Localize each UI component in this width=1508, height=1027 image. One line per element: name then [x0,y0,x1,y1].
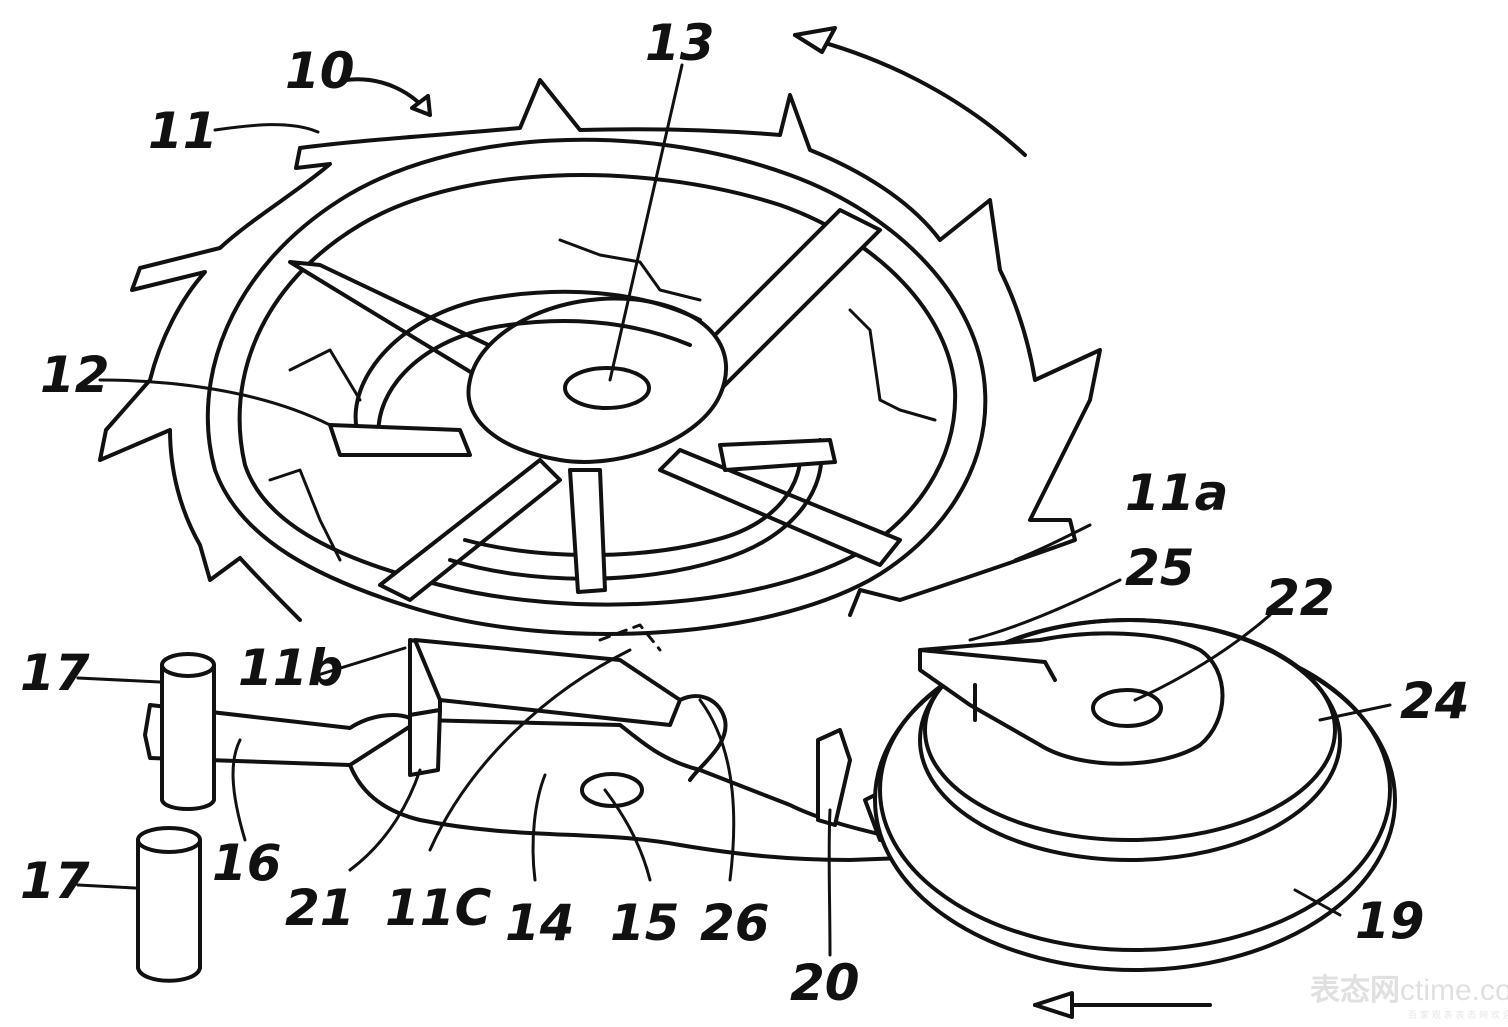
label-17-lower: 17 [20,852,90,910]
leader-14 [531,773,547,882]
banking-pin-upper-top [160,652,216,678]
leader-16 [231,738,247,842]
label-19: 19 [1355,892,1425,950]
leader-11c [428,648,632,852]
label-16: 16 [212,834,282,892]
impulse-lever-25-face [918,648,1057,722]
label-21: 21 [285,879,355,937]
leader-22 [1133,613,1272,702]
leader-lines [76,63,1392,957]
banking-pin-lower-body [136,838,202,983]
inner-wheel-teeth [268,238,937,562]
label-10: 10 [285,42,355,100]
watermark: 表态网 ctime.com 百 家 观 表 表 态 网 欢 迎 你 [1310,973,1508,1021]
balance-roller-24-edge [923,618,1337,842]
watermark-cn: 表态网 [1310,973,1400,1008]
label-25: 25 [1125,539,1195,597]
watermark-sub: 百 家 观 表 表 态 网 欢 迎 你 [1408,1009,1508,1021]
leader-25 [968,578,1122,642]
balance-assembly [873,618,1397,972]
inner-wheel-spoke-left [328,423,472,457]
watermark-en: ctime.com [1400,974,1508,1007]
label-15: 15 [610,894,680,952]
label-11b: 11b [238,639,343,697]
leader-11b [316,646,407,677]
lever-pivot-15 [580,772,644,808]
balance-staff-22 [1091,688,1163,728]
escape-wheel-rim-outer [205,137,988,636]
leader-20 [827,808,832,957]
leader-11 [213,123,320,134]
leader-17b [76,883,137,890]
label-17-upper: 17 [20,644,90,702]
impulse-lever-25 [918,631,1225,766]
leader-11a [1013,523,1092,562]
label-22: 22 [1265,569,1335,627]
escape-wheel-spoke-lower-left [378,458,562,602]
inner-wheel [268,238,937,594]
label-11: 11 [148,102,218,160]
inner-wheel-spoke-lower [568,468,607,594]
leader-26 [698,698,736,882]
lever-notch-26 [678,694,728,782]
escape-wheel-rotation-arrow [793,33,1027,157]
leader-12 [98,378,332,427]
leader-13 [608,63,684,382]
label-26: 26 [700,894,770,952]
label-11c: 11C [385,879,492,937]
banking-pins [136,652,216,983]
escape-wheel-rotation-arrowhead [793,26,837,54]
escape-wheel [98,78,1102,636]
leader-15 [603,788,652,882]
lever-assembly [143,623,922,862]
label-10-arrowhead [410,94,432,117]
label-14: 14 [505,894,575,952]
balance-rotation-arrowhead [1033,991,1074,1019]
rotation-arrows [343,26,1212,1019]
inner-wheel-rim [353,289,824,581]
inner-wheel-spoke-right [718,438,837,472]
leader-21 [348,768,422,872]
label-24: 24 [1400,672,1470,730]
pallet-11c [413,638,682,727]
label-12: 12 [40,346,110,404]
banking-pin-lower-top [136,826,202,854]
label-13: 13 [645,14,715,72]
lever-pin-20 [816,728,852,827]
leader-17a [76,676,162,684]
leader-24 [1318,703,1392,722]
label-20: 20 [790,954,860,1012]
label-11a: 11a [1125,464,1228,522]
banking-pin-upper-body [160,663,216,811]
escape-wheel-spoke-lower-right [658,448,902,567]
escape-wheel-arbor-13 [563,366,651,410]
inner-wheel-rim-inner [376,319,803,557]
escape-wheel-rim-inner [237,173,958,607]
leader-19 [1293,888,1342,917]
escape-wheel-teeth-outline [98,78,1102,622]
pallet-11c-dashed [598,623,662,652]
reference-labels: 10 11 12 13 11a 25 22 24 19 17 17 11b 16… [20,14,1470,1012]
pallet-stone-21 [408,708,442,777]
